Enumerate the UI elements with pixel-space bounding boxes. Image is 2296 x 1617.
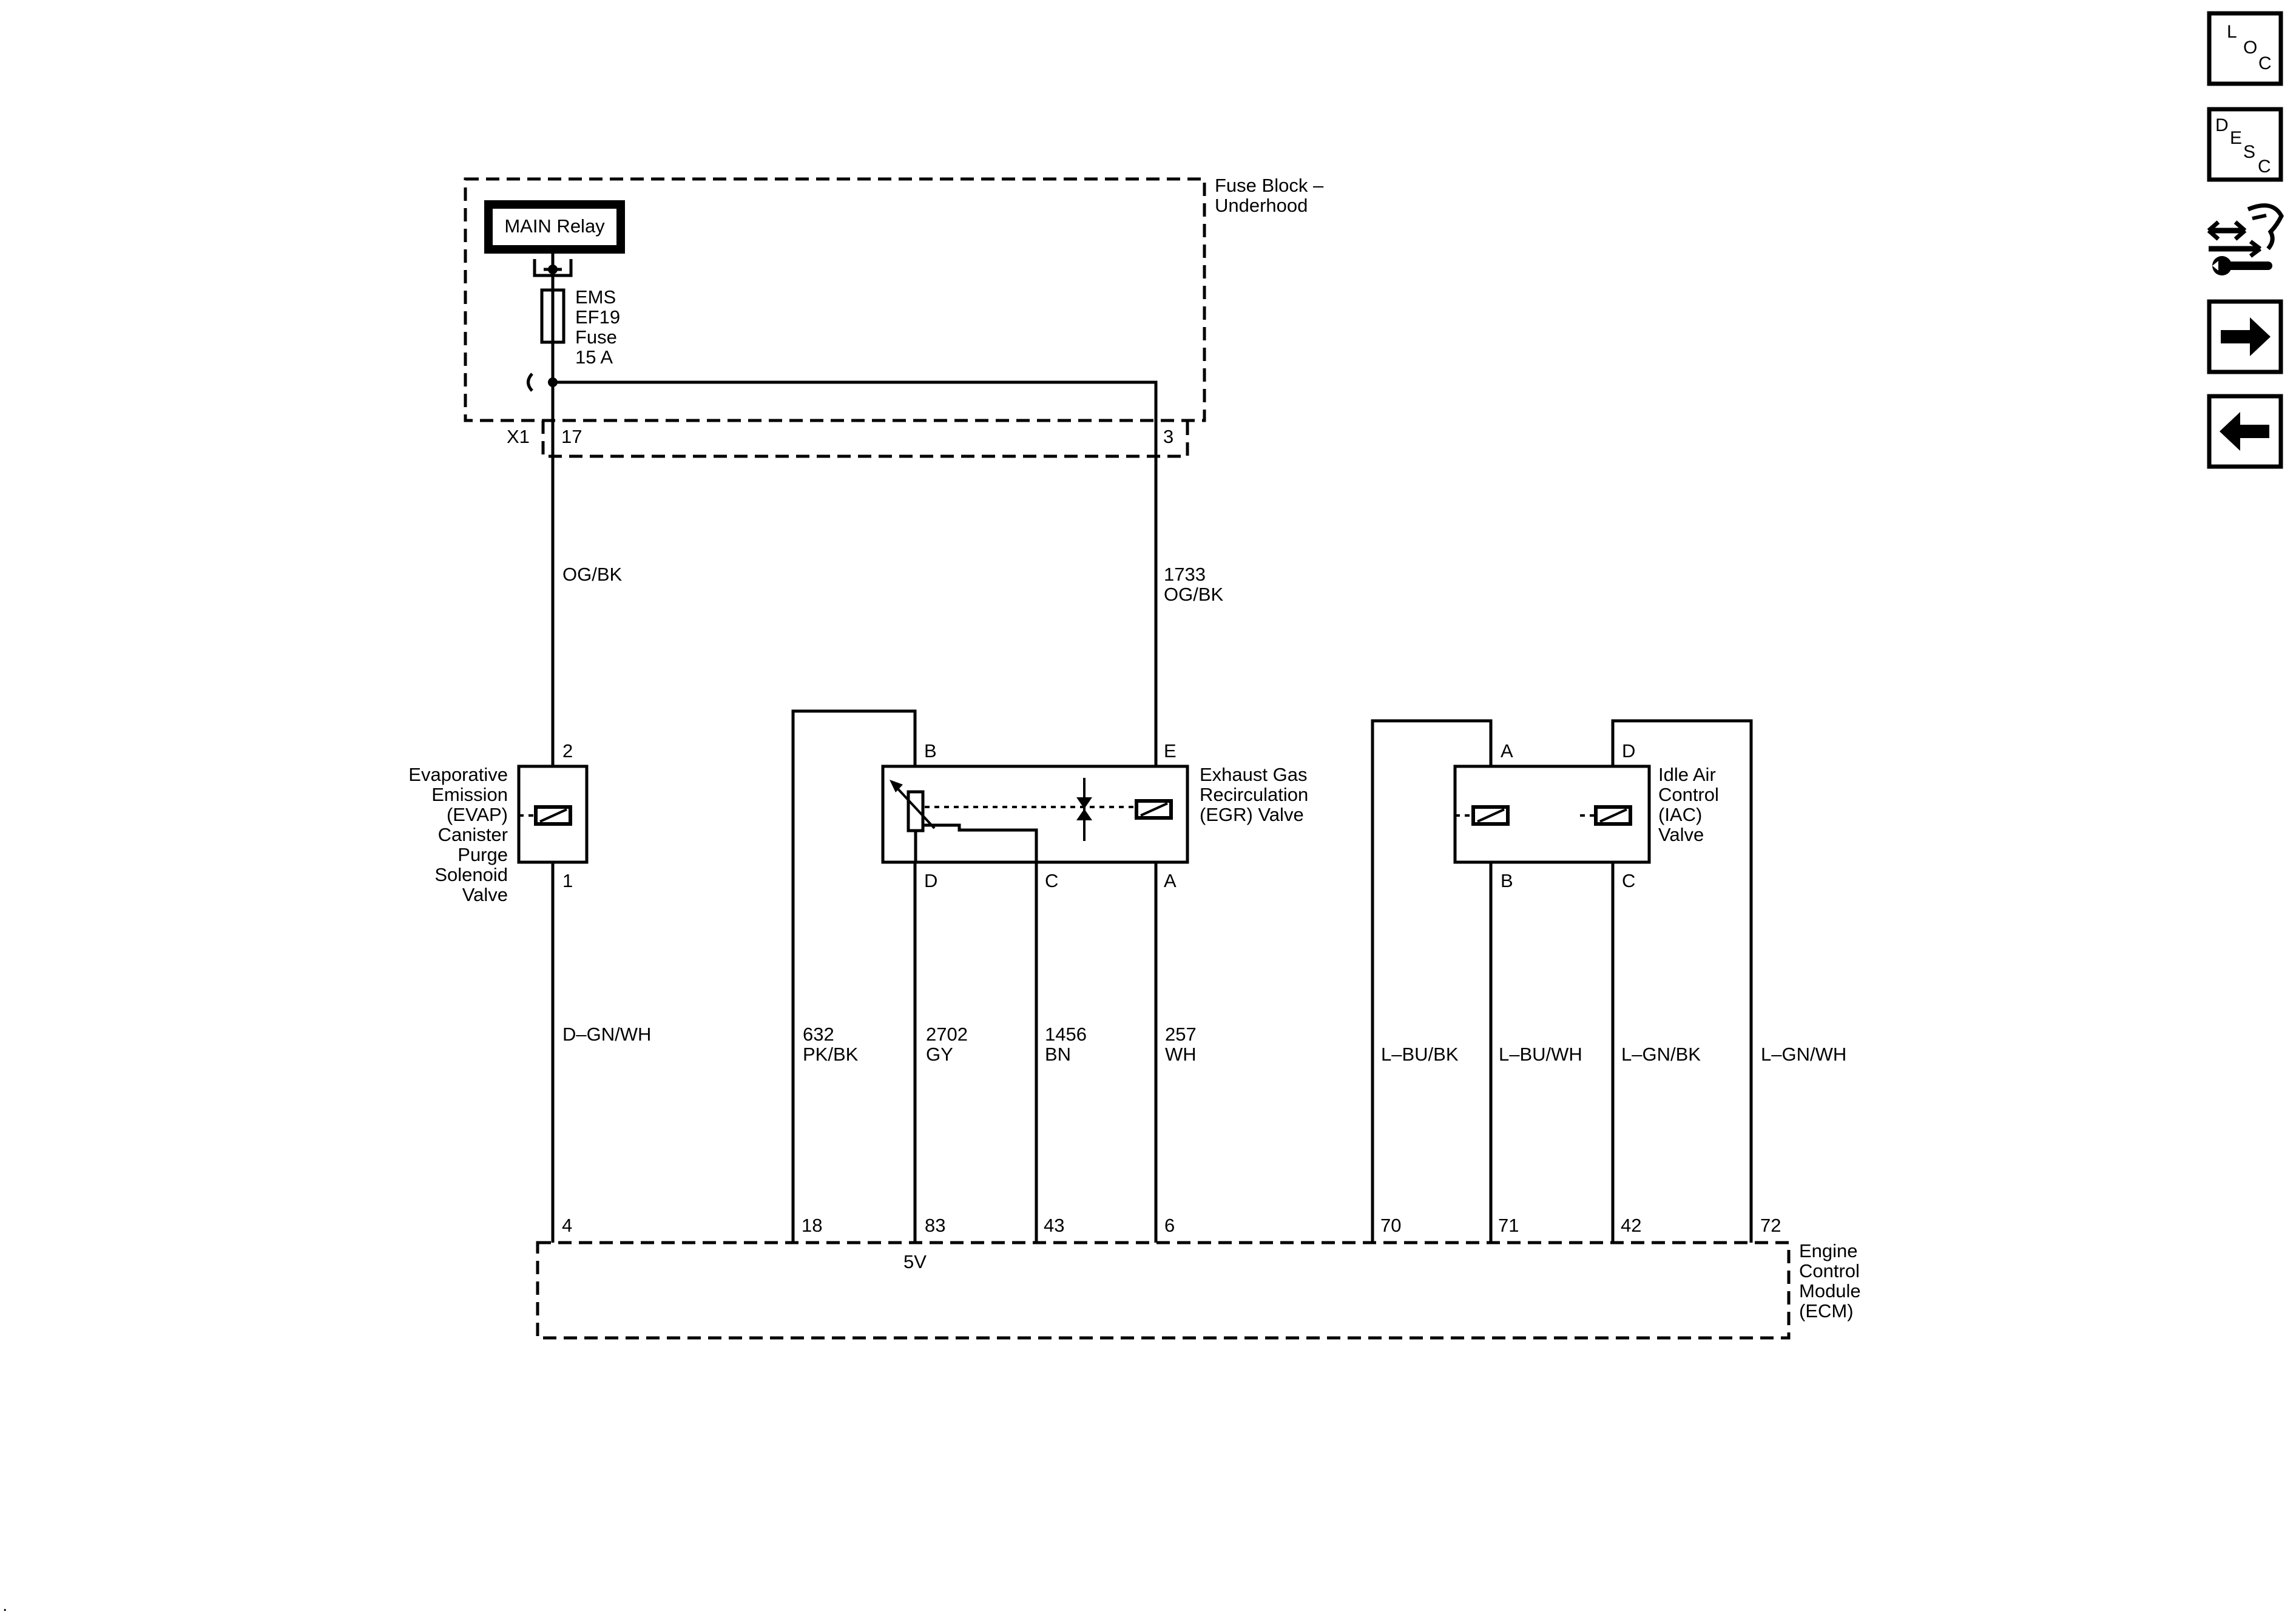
description-button[interactable]: D E S C [2207,107,2283,182]
loc-letter-l: L [2227,22,2237,42]
egr-pin-d: D [924,870,937,891]
wire-circuit-632: 632 [803,1024,834,1045]
wire-label-d-gn-wh: D–GN/WH [562,1024,651,1045]
desc-letter-e: E [2230,128,2242,148]
egr-pin-e: E [1164,740,1177,761]
power-feed-wires: OG/BK 1733 OG/BK [551,249,1224,766]
ems-ef19-fuse: EMS EF19 Fuse 15 A [540,286,620,368]
wire-label-bn: BN [1045,1044,1071,1065]
evap-label-5: Purge [458,844,508,865]
iac-label-1: Idle Air [1658,764,1716,785]
arrow-right-icon [2221,317,2271,356]
ecm-label-3: Module [1799,1280,1861,1301]
egr-label-3: (EGR) Valve [1200,804,1304,825]
evap-label-4: Canister [438,824,508,845]
desc-letter-s: S [2243,142,2255,162]
wire-label-wh: WH [1165,1044,1197,1065]
ecm-pin-83: 83 [925,1215,945,1236]
fuse-pin-3: 3 [1163,426,1173,447]
evap-pin-2: 2 [562,740,573,761]
loc-letter-c: C [2258,53,2272,73]
nav-toolbar: L O C D E S C [2207,11,2284,469]
iac-pin-c: C [1622,870,1635,891]
egr-pin-a: A [1164,870,1177,891]
wire-label-gy: GY [926,1044,953,1065]
egr-pintle-icon [1076,778,1092,841]
iac-valve: A D B C Idle Air Control (IAC) Valve [1371,719,1753,1243]
main-relay: MAIN Relay [484,200,625,254]
ecm-pin-42: 42 [1621,1215,1641,1236]
next-page-button[interactable] [2207,299,2283,374]
wire-label-og-bk-1733: OG/BK [1164,584,1224,605]
wire-circuit-1456: 1456 [1045,1024,1087,1045]
wire-label-pk-bk: PK/BK [803,1044,859,1065]
ecm-pin-72: 72 [1760,1215,1781,1236]
corner-mark: . [2,1595,7,1615]
fuse-block-label-1: Fuse Block – [1215,175,1324,196]
loc-letter-o: O [2243,38,2257,58]
egr-pin-c: C [1045,870,1058,891]
desc-letter-c: C [2258,157,2271,177]
ecm-wires: D–GN/WH 632 PK/BK 2702 GY 1456 BN 257 WH… [551,862,1846,1243]
fuse-label-1: EMS [575,286,616,308]
engine-control-module: 4 18 83 43 6 70 71 42 72 5V Engine Contr… [536,1215,1861,1340]
previous-page-button[interactable] [2207,394,2283,469]
fuse-label-4: 15 A [575,346,613,368]
wire-label-l-bu-bk: L–BU/BK [1381,1044,1459,1065]
evap-label-3: (EVAP) [447,804,508,825]
iac-label-2: Control [1658,784,1719,805]
ecm-pin-71: 71 [1498,1215,1519,1236]
main-relay-label: MAIN Relay [504,215,605,237]
iac-pin-d: D [1622,740,1635,761]
ecm-pin-43: 43 [1044,1215,1064,1236]
egr-label-1: Exhaust Gas [1200,764,1307,785]
wire-circuit-2702: 2702 [926,1024,968,1045]
evap-label-7: Valve [462,884,508,905]
egr-valve: B E D C A Exhaust Gas Recirculation (EGR… [791,709,1308,1243]
ecm-label-1: Engine [1799,1240,1858,1261]
evap-label-6: Solenoid [434,864,508,885]
evap-pin-1: 1 [562,870,573,891]
egr-label-2: Recirculation [1200,784,1308,805]
ecm-label-4: (ECM) [1799,1300,1854,1322]
evap-label-2: Emission [431,784,508,805]
wire-circuit-257: 257 [1165,1024,1197,1045]
iac-pin-a: A [1501,740,1513,761]
fuse-label-2: EF19 [575,306,620,328]
evap-label-1: Evaporative [408,764,508,785]
fuse-block-label-2: Underhood [1215,195,1308,216]
ecm-pin-70: 70 [1380,1215,1401,1236]
egr-pin-b: B [924,740,937,761]
desc-letter-d: D [2215,115,2229,135]
ecm-5v-reference: 5V [903,1251,927,1272]
wire-label-l-bu-wh: L–BU/WH [1499,1044,1582,1065]
location-button[interactable]: L O C [2207,11,2283,86]
fuse-pin-17: 17 [561,426,582,447]
evap-canister-purge-solenoid: 2 1 Evaporative Emission (EVAP) Canister… [408,740,589,905]
ecm-pin-6: 6 [1164,1215,1175,1236]
ecm-label-2: Control [1799,1260,1860,1281]
ecm-pin-18: 18 [802,1215,822,1236]
iac-label-3: (IAC) [1658,804,1702,825]
iac-pin-b: B [1501,870,1513,891]
wire-label-og-bk: OG/BK [562,564,623,585]
egr-position-sensor-icon [890,780,1038,1243]
wire-circuit-1733: 1733 [1164,564,1206,585]
connector-x1: X1 [507,426,530,447]
wire-label-l-gn-bk: L–GN/BK [1621,1044,1701,1065]
connector-wrench-icon[interactable] [2207,203,2284,275]
fuse-label-3: Fuse [575,326,617,348]
iac-label-4: Valve [1658,824,1704,845]
wire-label-l-gn-wh: L–GN/WH [1761,1044,1846,1065]
arrow-left-icon [2220,412,2269,451]
fuse-block-underhood: Fuse Block – Underhood MAIN Relay EMS EF… [464,175,1324,458]
ecm-pin-4: 4 [562,1215,572,1236]
